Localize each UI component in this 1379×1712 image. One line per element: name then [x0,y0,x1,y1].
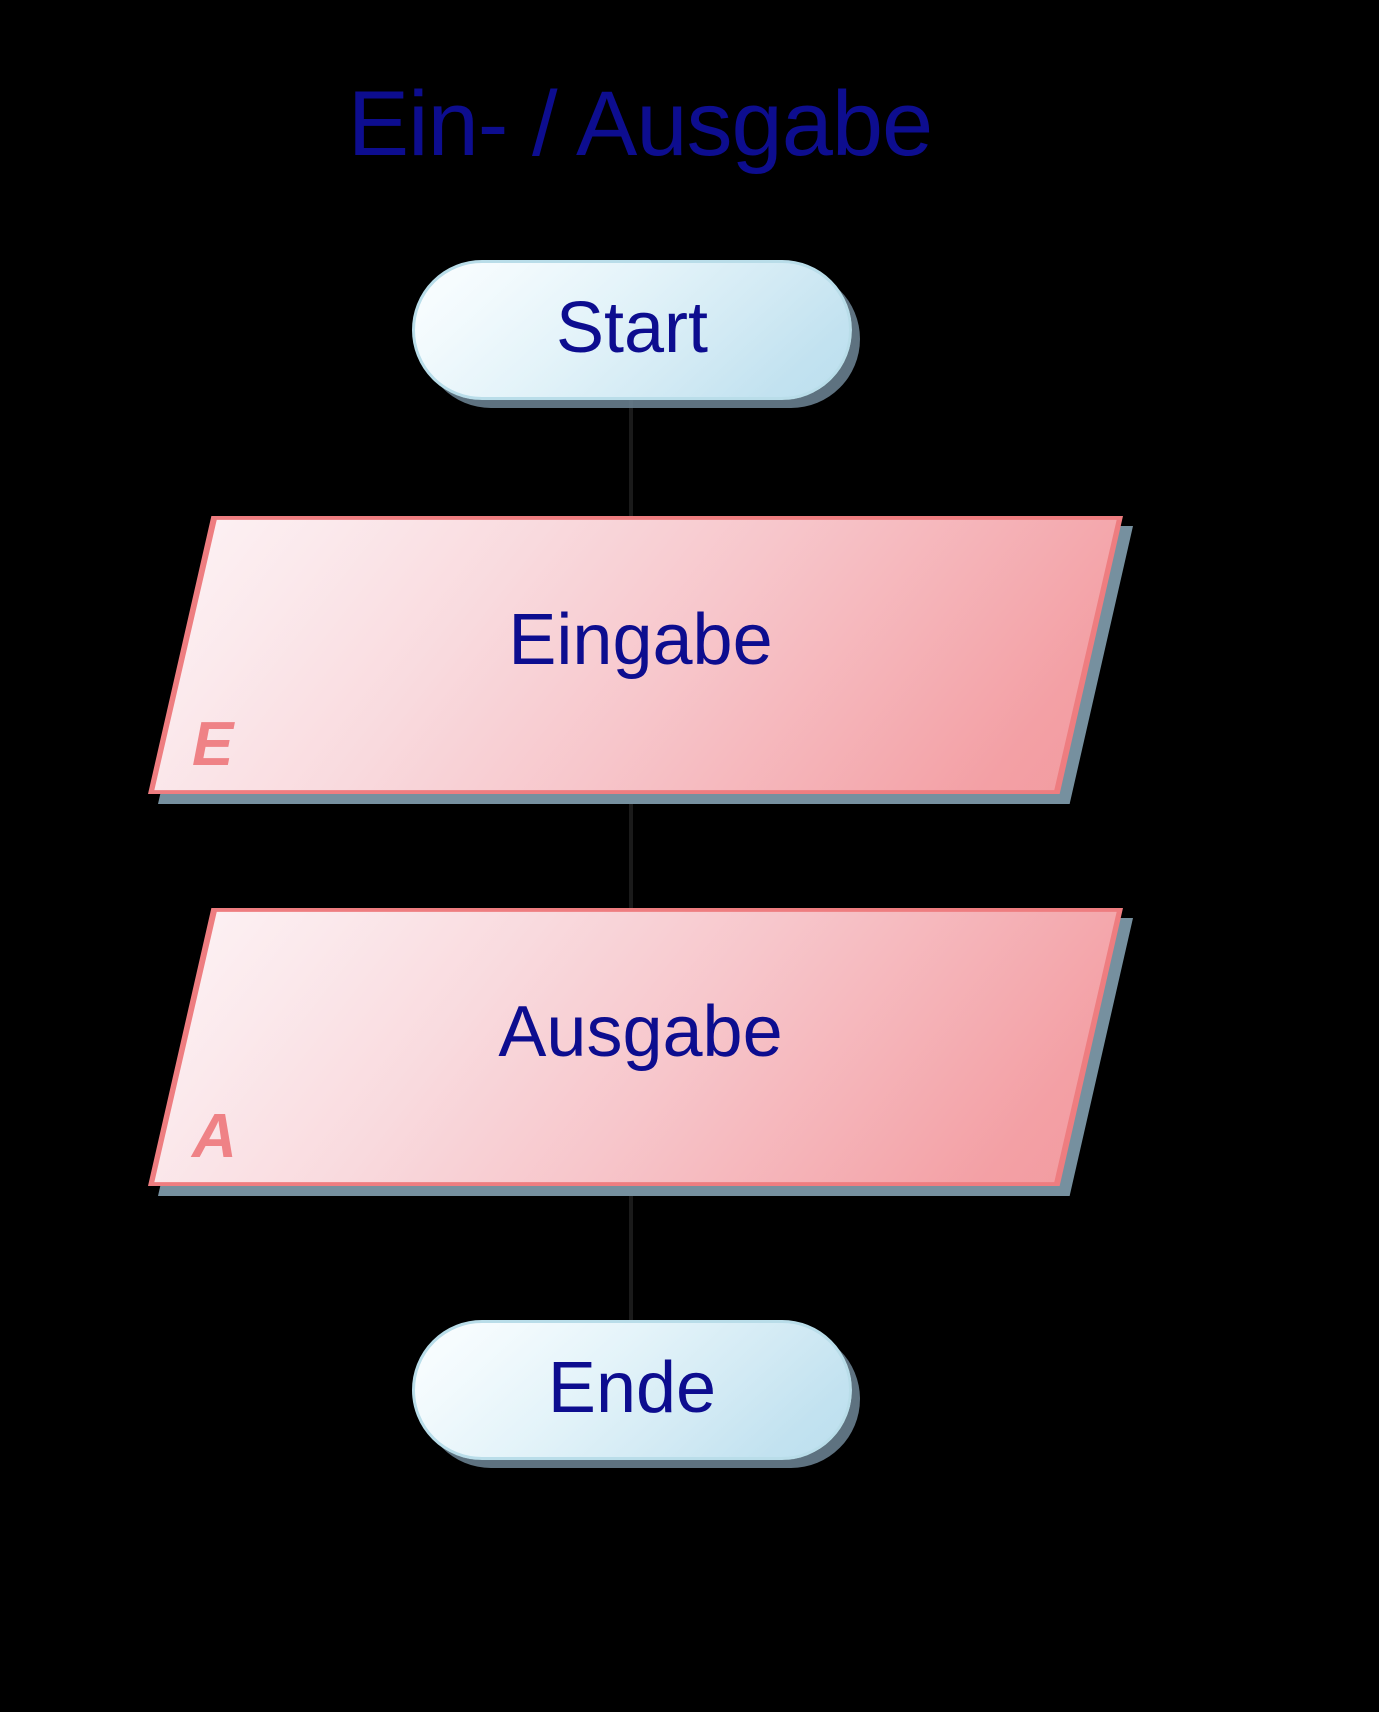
node-ausgabe-corner-label: A [192,1102,237,1171]
node-eingabe-fill [154,519,1117,791]
node-eingabe-text-layer: Eingabe E [148,516,1123,794]
node-eingabe-label: Eingabe [508,600,773,680]
node-ausgabe[interactable]: Ausgabe A [148,908,1133,1196]
node-eingabe[interactable]: Eingabe E [148,516,1133,804]
node-ende-label: Ende [547,1348,717,1428]
node-ausgabe-text-layer: Ausgabe A [148,908,1123,1186]
connector-start-to-eingabe [629,395,633,525]
connector-ausgabe-to-ende [629,1180,633,1325]
page-title: Ein- / Ausgabe [347,73,933,175]
node-start-label: Start [555,288,709,368]
node-ende[interactable]: Ende [412,1320,852,1460]
node-start[interactable]: Start [412,260,852,400]
node-eingabe-corner-label: E [192,710,234,779]
node-ausgabe-fill [154,911,1117,1183]
node-ausgabe-label: Ausgabe [498,992,783,1072]
connector-eingabe-to-ausgabe [629,790,633,915]
